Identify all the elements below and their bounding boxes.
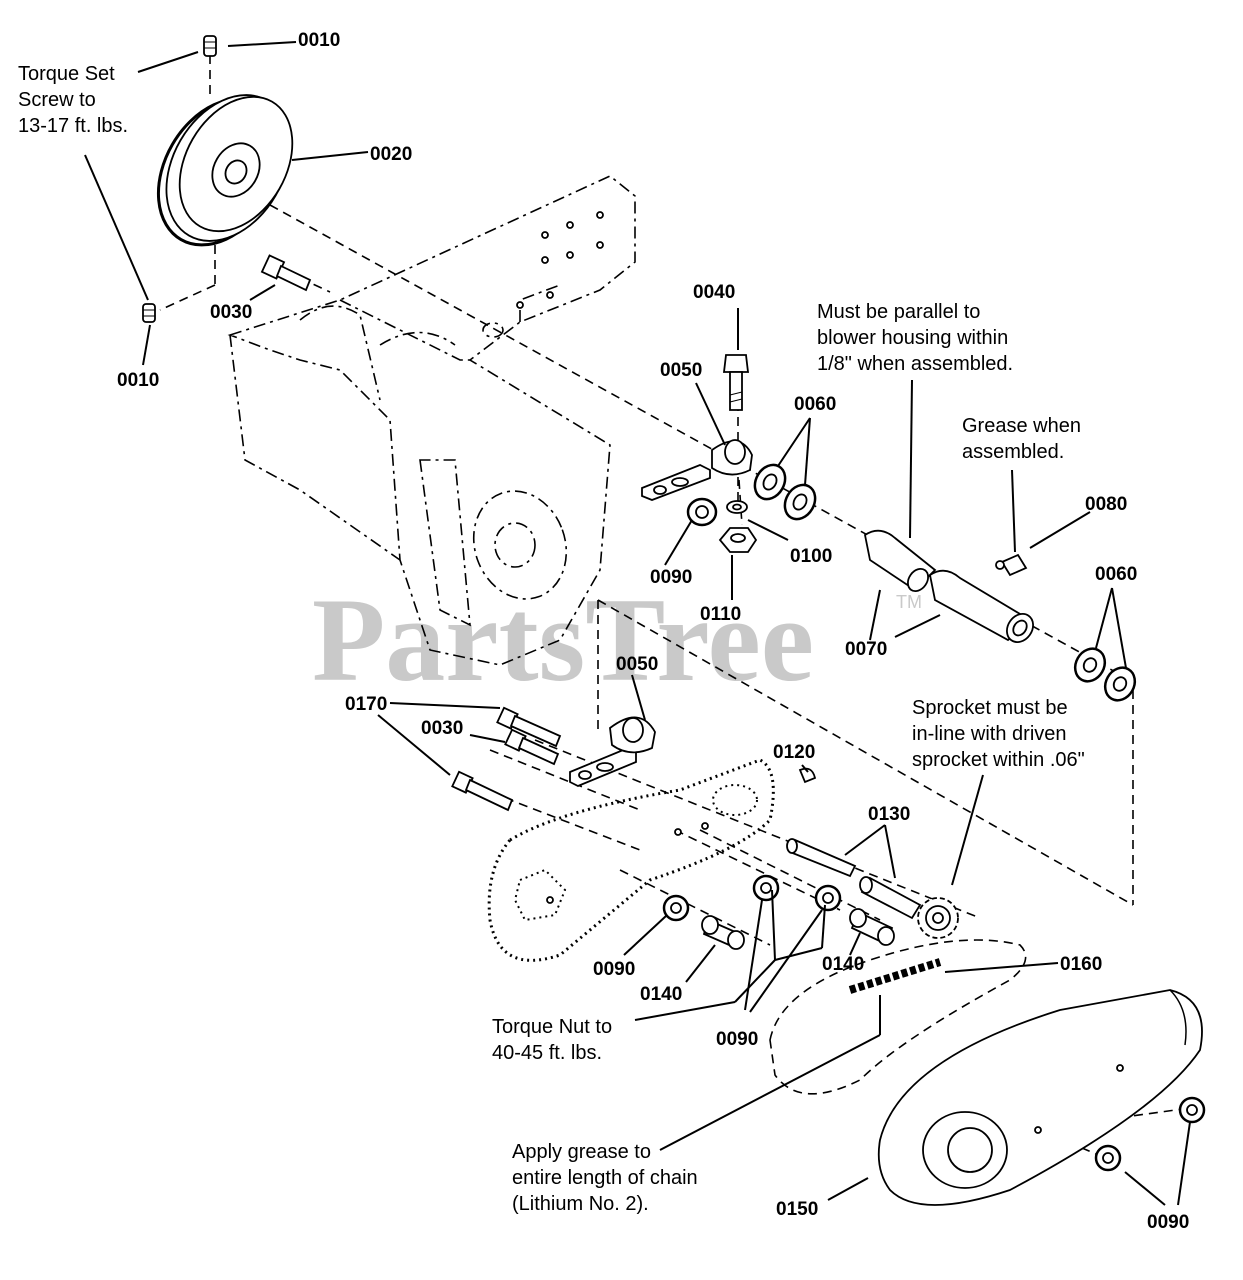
callout-0060-upper: 0060 [794,394,836,415]
watermark-brand: PartsTree [312,573,814,706]
leader-lines [84,41,1191,1206]
chain-cover-0150 [877,989,1203,1206]
note-line: Apply grease to [512,1141,651,1163]
callout-0080: 0080 [1085,494,1127,515]
note-line: Torque Set [18,63,115,85]
callout-0160: 0160 [1060,954,1102,975]
note-line: blower housing within [817,327,1008,349]
note-line: (Lithium No. 2). [512,1193,649,1215]
callout-0140-left: 0140 [640,984,682,1005]
set-screw-bottom [142,303,156,323]
bolt-0040 [722,354,750,411]
bolt-upper [260,254,312,292]
part-callouts: 0010 0020 0030 0010 0040 0050 0060 0090 … [117,30,1189,1233]
note-sprocket-inline: Sprocket must be in-line with driven spr… [912,697,1085,771]
chain-plate-outline [487,758,775,962]
flange-nut-upper [686,497,718,527]
callout-0090-cover: 0090 [1147,1212,1189,1233]
spacer-left [701,915,745,950]
callout-0090-upper: 0090 [650,567,692,588]
callout-0100: 0100 [790,546,832,567]
note-apply-grease: Apply grease to entire length of chain (… [512,1141,698,1215]
callout-0070: 0070 [845,639,887,660]
callout-0040: 0040 [693,282,735,303]
chain-0160 [769,939,1027,1095]
washers-upper [753,463,817,521]
callout-0050-lower: 0050 [616,654,658,675]
note-torque-nut: Torque Nut to 40-45 ft. lbs. [492,1016,612,1064]
callout-0140-right: 0140 [822,954,864,975]
sprocket [917,897,959,939]
callout-0130: 0130 [868,804,910,825]
note-line: Torque Nut to [492,1016,612,1038]
watermark-trademark: TM [896,592,922,612]
callout-0110: 0110 [700,604,741,625]
pulley-0020 [156,94,294,247]
note-line: Grease when [962,415,1081,437]
note-line: 1/8" when assembled. [817,353,1013,375]
callout-0090-middle: 0090 [716,1029,758,1050]
callout-0090-left: 0090 [593,959,635,980]
bearing-bracket-upper [641,439,753,501]
callout-0010-bottom: 0010 [117,370,159,391]
callout-0150: 0150 [776,1199,818,1220]
callout-0170: 0170 [345,694,387,715]
callout-0010-top: 0010 [298,30,340,51]
note-parallel: Must be parallel to blower housing withi… [817,301,1013,375]
note-torque-set-screw: Torque Set Screw to 13-17 ft. lbs. [18,63,128,137]
callout-0020: 0020 [370,144,412,165]
note-line: 13-17 ft. lbs. [18,115,128,137]
note-line: 40-45 ft. lbs. [492,1042,602,1064]
callout-0050-upper: 0050 [660,360,702,381]
set-screw-top [203,35,217,57]
shaft-0070 [863,529,1034,643]
callout-0060-lower: 0060 [1095,564,1137,585]
callout-0030-upper: 0030 [210,302,252,323]
note-line: in-line with driven [912,723,1067,745]
callout-0120: 0120 [773,742,815,763]
shafts-0130 [786,838,922,920]
note-line: Screw to [18,89,96,111]
bolts-lower [451,706,562,812]
note-line: Must be parallel to [817,301,980,323]
bearing-bracket-lower [569,716,656,787]
flange-nuts-lower [662,874,1206,1172]
note-line: sprocket within .06" [912,749,1085,771]
note-line: assembled. [962,441,1064,463]
woodruff-key [798,767,817,784]
note-line: entire length of chain [512,1167,698,1189]
lock-washer-and-nut [718,500,758,553]
grease-fitting [995,553,1028,577]
blower-housing-outline [227,175,636,666]
note-line: Sprocket must be [912,697,1068,719]
callout-0030-lower: 0030 [421,718,463,739]
washers-lower [1073,647,1137,702]
note-grease-assembled: Grease when assembled. [962,415,1081,463]
spacer-right [849,908,895,946]
